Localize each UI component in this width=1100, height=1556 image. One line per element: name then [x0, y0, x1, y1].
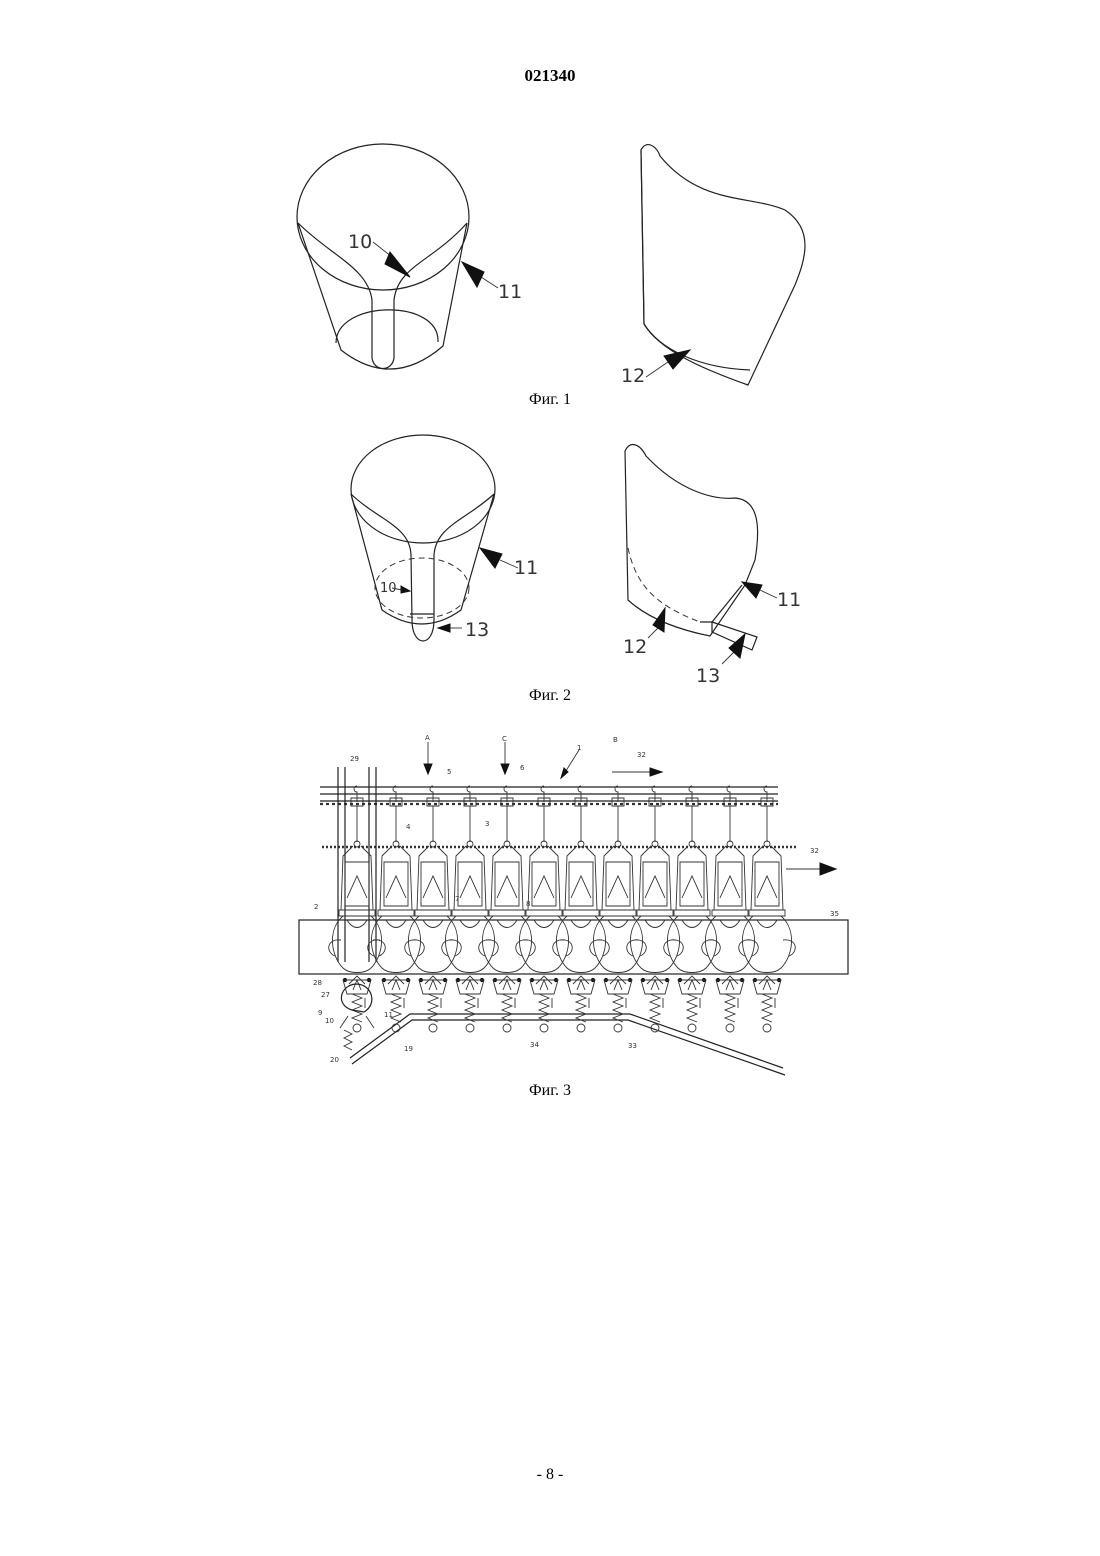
label-11-fig2-side: 11 [777, 589, 801, 611]
figure-1-caption: Фиг. 1 [0, 391, 1100, 409]
label-12: 12 [621, 365, 645, 387]
page-number: - 8 - [0, 1466, 1100, 1484]
fig3-label-34: 34 [530, 1041, 539, 1049]
fig3-label-4: 4 [406, 823, 411, 831]
label-11-fig2-front: 11 [514, 557, 538, 579]
fig3-label-C: C [502, 735, 507, 743]
fig3-label-20: 20 [330, 1056, 339, 1064]
fig3-label-27: 27 [321, 991, 330, 999]
fig3-label-5: 5 [447, 768, 451, 776]
figure-2-caption: Фиг. 2 [0, 687, 1100, 705]
figure-1: 10 11 12 [297, 144, 805, 387]
figure-2: 10 11 13 11 12 13 [351, 435, 801, 687]
fig3-label-3: 3 [485, 820, 489, 828]
fig3-label-29: 29 [350, 755, 359, 763]
fig3-label-32-top: 32 [637, 751, 646, 759]
fig3-label-1: 1 [577, 744, 581, 752]
fig3-label-A: A [425, 734, 430, 742]
fig3-label-2: 2 [314, 903, 318, 911]
label-13-fig2-side: 13 [696, 665, 720, 687]
fig3-label-9: 9 [318, 1009, 322, 1017]
label-11: 11 [498, 281, 522, 303]
fig3-label-33: 33 [628, 1042, 637, 1050]
label-10-fig2: 10 [380, 581, 397, 596]
label-12-fig2-side: 12 [623, 636, 647, 658]
fig3-label-6: 6 [520, 764, 525, 772]
fig3-label-35: 35 [830, 910, 839, 918]
fig3-label-28: 28 [313, 979, 322, 987]
figure-3: A C B 1 32 29 5 6 4 3 32 2 7 8 35 28 27 … [299, 734, 848, 1075]
fig3-label-19: 19 [404, 1045, 413, 1053]
fig3-label-B: B [613, 736, 618, 744]
fig3-label-11: 11 [384, 1011, 393, 1019]
fig3-label-10: 10 [325, 1017, 334, 1025]
label-10: 10 [348, 231, 372, 253]
fig3-label-7: 7 [455, 895, 459, 903]
label-13-fig2-front: 13 [465, 619, 489, 641]
figure-3-caption: Фиг. 3 [0, 1082, 1100, 1100]
fig3-label-8: 8 [526, 900, 530, 908]
fig3-label-32-right: 32 [810, 847, 819, 855]
